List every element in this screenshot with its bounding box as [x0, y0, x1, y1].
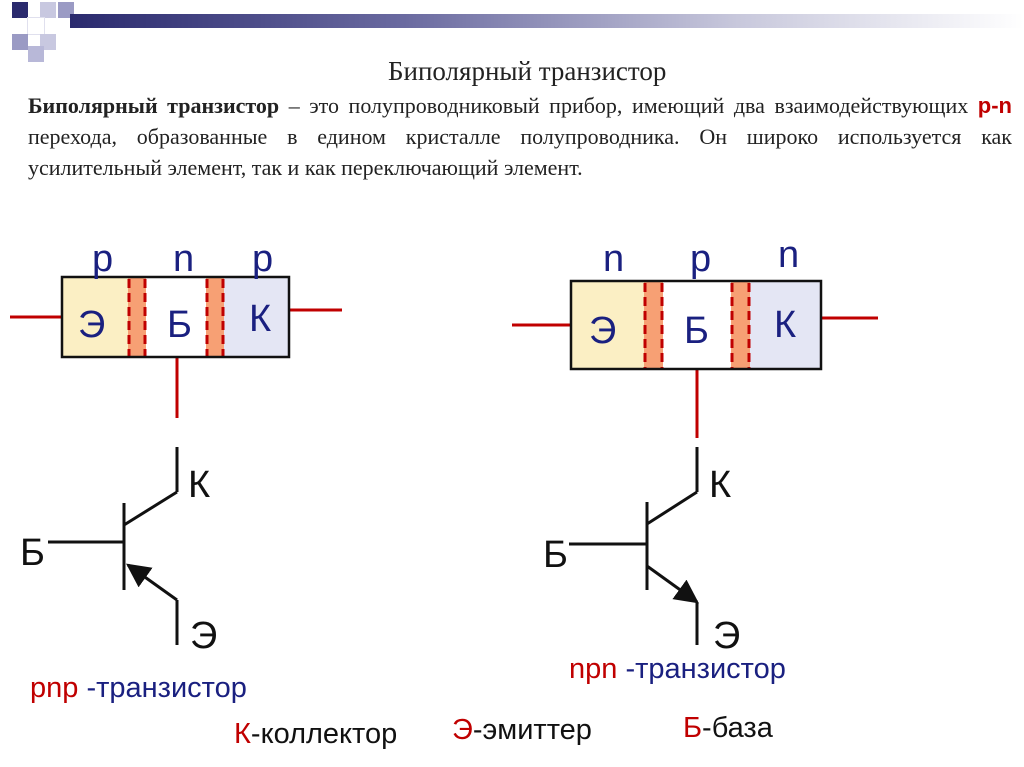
definition-text-2: перехода, образованные в едином кристалл…	[28, 124, 1012, 180]
pnp-symbol	[48, 447, 179, 645]
pnp-symbol-base-label: Б	[20, 532, 45, 574]
pnp-caption-rest: -транзистор	[78, 672, 247, 704]
npn-collector-label: К	[774, 304, 797, 346]
legend-base-letter: Б	[683, 712, 703, 744]
pnp-structure	[10, 275, 342, 418]
pnp-symbol-emitter-arrow	[126, 563, 178, 602]
legend-base-text: -база	[702, 712, 773, 744]
pnp-symbol-collector-label: К	[188, 464, 211, 506]
npn-symbol-collector-diag	[646, 490, 698, 526]
deco-square	[40, 2, 56, 18]
npn-symbol-base-label: Б	[543, 534, 568, 576]
npn-symbol	[569, 447, 699, 645]
pnp-region-label-1: p	[92, 238, 114, 280]
deco-square	[28, 46, 44, 62]
npn-region-label-3: n	[778, 234, 800, 276]
npn-base-label: Б	[684, 310, 709, 352]
pnp-symbol-collector-diag	[123, 490, 178, 527]
slide-title: Биполярный транзистор	[388, 56, 667, 86]
npn-junction-1	[644, 281, 663, 369]
pnp-crystal-outline	[60, 275, 291, 359]
legend-collector: К-коллектор	[234, 718, 397, 751]
pnp-collector-label: К	[249, 298, 272, 340]
pnp-junction-1	[128, 277, 146, 357]
deco-square	[12, 34, 28, 50]
pnp-region-label-3: p	[252, 238, 274, 280]
npn-crystal-outline	[569, 279, 823, 371]
legend-emitter-text: -эмиттер	[472, 714, 592, 746]
title-bar-decoration	[70, 14, 1024, 28]
npn-symbol-collector-label: К	[709, 464, 732, 506]
deco-square	[40, 34, 56, 50]
legend-collector-text: -коллектор	[250, 718, 398, 750]
legend-collector-letter: К	[234, 718, 251, 750]
pn-highlight: p-n	[977, 93, 1012, 118]
npn-junction-2	[731, 281, 750, 369]
npn-caption-type: npn	[569, 653, 618, 685]
npn-region-label-1: n	[603, 238, 625, 280]
npn-emitter-label: Э	[589, 310, 617, 352]
pnp-base-label: Б	[167, 304, 192, 346]
legend-base: Б-база	[683, 712, 773, 745]
legend-emitter: Э-эмиттер	[452, 714, 592, 747]
deco-square	[27, 17, 45, 35]
pnp-emitter-label: Э	[78, 304, 106, 346]
pnp-junction-2	[206, 277, 224, 357]
npn-symbol-emitter-arrow	[646, 564, 699, 604]
definition-term: Биполярный транзистор	[28, 93, 280, 118]
pnp-emitter-region	[62, 277, 132, 357]
definition-paragraph: Биполярный транзистор – это полупроводни…	[28, 90, 1012, 183]
legend-emitter-letter: Э	[452, 714, 473, 746]
pnp-caption-type: pnp	[30, 672, 79, 704]
npn-region-label-2: p	[690, 238, 712, 280]
deco-square	[12, 2, 28, 18]
npn-caption-rest: -транзистор	[617, 653, 786, 685]
npn-emitter-region	[571, 281, 647, 369]
npn-structure	[512, 279, 878, 438]
definition-text-1: – это полупроводниковый прибор, имеющий …	[279, 93, 978, 118]
pnp-region-label-2: n	[173, 238, 195, 280]
pnp-caption: pnp -транзистор	[30, 672, 247, 705]
npn-symbol-emitter-label: Э	[713, 615, 741, 657]
pnp-symbol-emitter-label: Э	[190, 615, 218, 657]
npn-caption: npn -транзистор	[569, 653, 786, 686]
